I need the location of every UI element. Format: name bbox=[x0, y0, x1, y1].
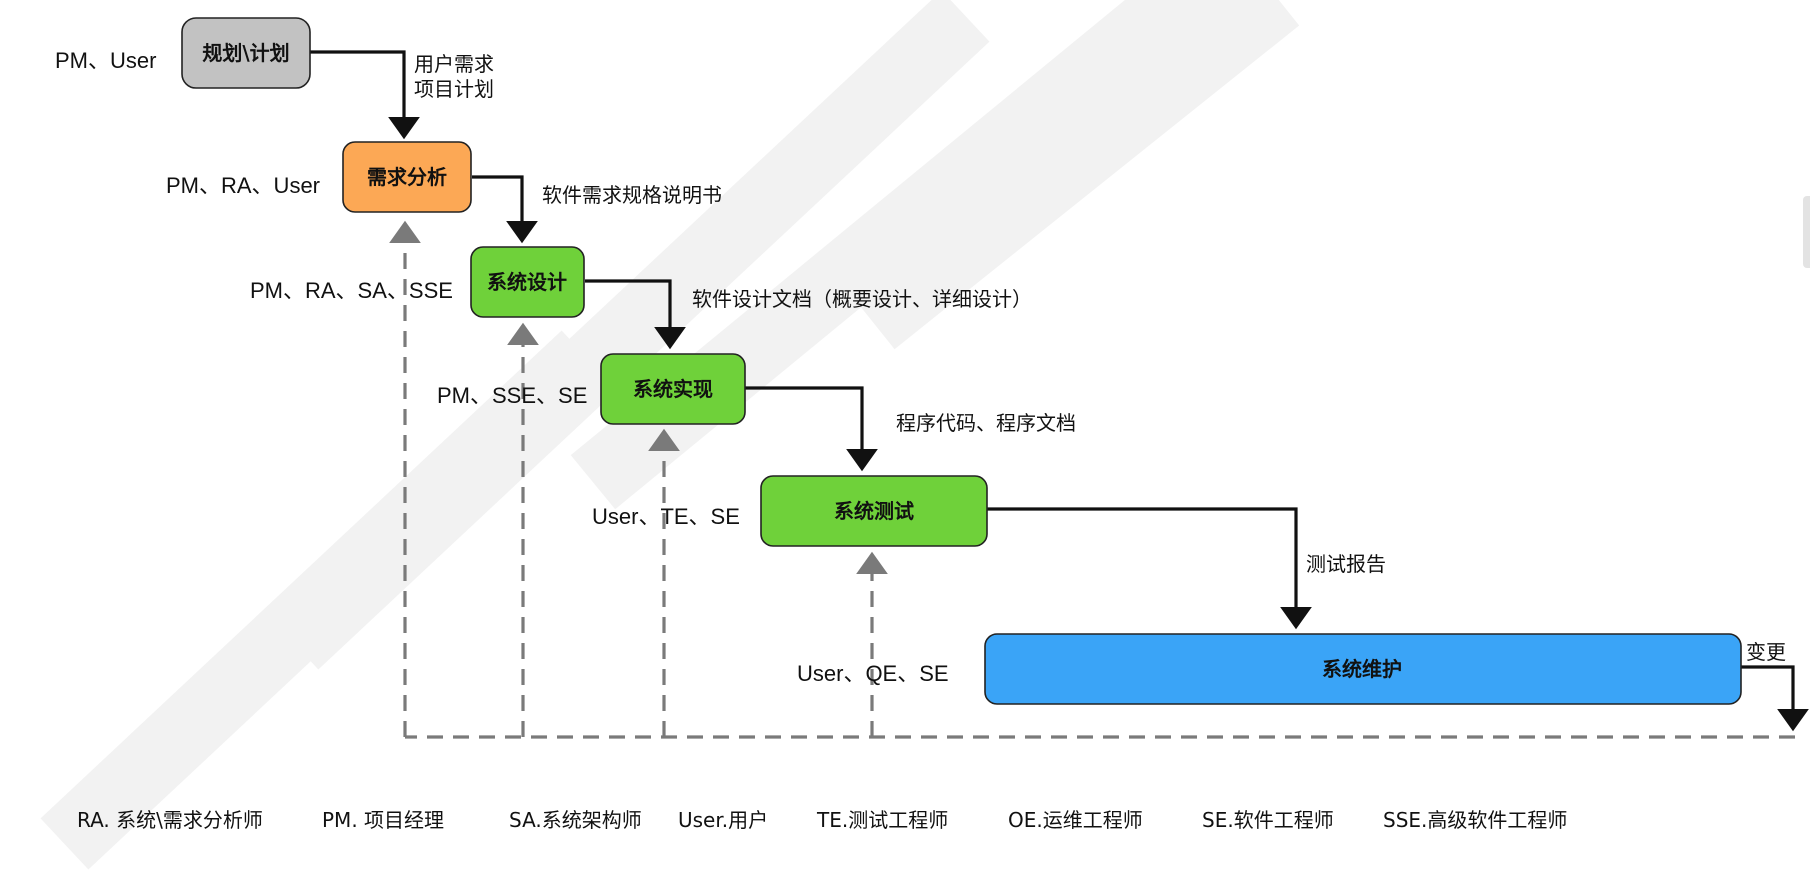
stage-requirements: 需求分析 bbox=[342, 141, 472, 213]
stage-requirements-label: 需求分析 bbox=[367, 165, 447, 189]
flow-arrow-req-to-design bbox=[472, 175, 538, 244]
legend-item-pm: PM. 项目经理 bbox=[322, 808, 444, 832]
roles-maintenance: User、QE、SE bbox=[797, 661, 949, 686]
legend-item-user: User.用户 bbox=[678, 808, 768, 832]
stage-testing-label: 系统测试 bbox=[834, 499, 914, 523]
legend-item-te: TE.测试工程师 bbox=[816, 808, 948, 832]
stage-design-label: 系统设计 bbox=[487, 270, 567, 294]
legend-item-ra: RA. 系统\需求分析师 bbox=[77, 808, 263, 832]
roles-implementation: PM、SSE、SE bbox=[437, 383, 587, 408]
change-label: 变更 bbox=[1746, 640, 1786, 664]
stage-testing: 系统测试 bbox=[760, 475, 988, 547]
deliverable-user-requirements: 用户需求 bbox=[414, 52, 494, 76]
legend: RA. 系统\需求分析师 PM. 项目经理 SA.系统架构师 User.用户 T… bbox=[77, 808, 1567, 832]
stage-plan: 规划\计划 bbox=[181, 17, 311, 89]
deliverable-srs: 软件需求规格说明书 bbox=[542, 183, 722, 207]
roles-requirements: PM、RA、User bbox=[166, 173, 320, 198]
stage-maintenance-label: 系统维护 bbox=[1322, 657, 1402, 681]
roles-plan: PM、User bbox=[55, 48, 156, 73]
deliverable-design-docs: 软件设计文档（概要设计、详细设计） bbox=[692, 287, 1032, 311]
deliverable-code-docs: 程序代码、程序文档 bbox=[896, 411, 1076, 435]
deliverable-test-report: 测试报告 bbox=[1306, 552, 1386, 576]
legend-item-sse: SSE.高级软件工程师 bbox=[1383, 808, 1567, 832]
legend-item-se: SE.软件工程师 bbox=[1202, 808, 1334, 832]
stage-maintenance: 系统维护 bbox=[984, 633, 1742, 705]
stage-implementation-label: 系统实现 bbox=[633, 377, 713, 401]
change-arrow bbox=[1741, 665, 1809, 732]
roles-design: PM、RA、SA、SSE bbox=[250, 278, 453, 303]
stage-implementation: 系统实现 bbox=[600, 353, 746, 425]
stage-plan-label: 规划\计划 bbox=[202, 41, 289, 65]
flow-arrow-design-to-impl bbox=[585, 279, 686, 350]
flow-arrow-test-to-maint bbox=[987, 507, 1312, 630]
flow-arrow-plan-to-req bbox=[310, 50, 420, 140]
roles-testing: User、TE、SE bbox=[592, 504, 740, 529]
deliverable-project-plan: 项目计划 bbox=[414, 77, 494, 101]
stage-design: 系统设计 bbox=[470, 246, 585, 318]
legend-item-sa: SA.系统架构师 bbox=[509, 808, 642, 832]
scrollbar-thumb[interactable] bbox=[1803, 196, 1810, 268]
flow-arrow-impl-to-test bbox=[745, 386, 878, 472]
legend-item-oe: OE.运维工程师 bbox=[1008, 808, 1143, 832]
